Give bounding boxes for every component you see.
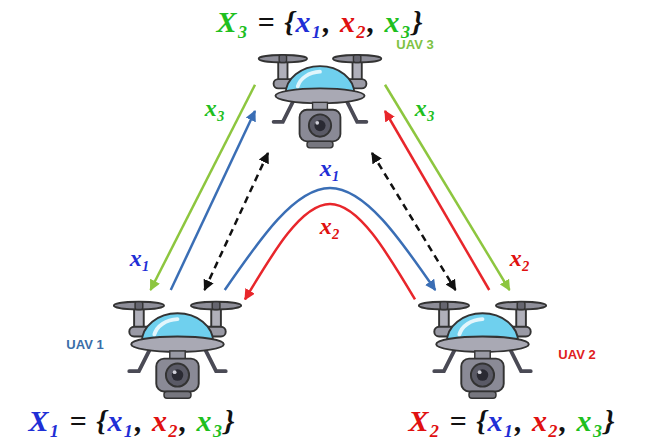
- text-part: ,: [180, 404, 197, 437]
- text-part: x₂: [152, 404, 179, 437]
- text-part: ,: [368, 5, 385, 38]
- arrow-connector: [245, 204, 415, 299]
- drone-icon: [110, 290, 245, 408]
- arrow-connector: [151, 85, 256, 290]
- uav-label: UAV 3: [396, 38, 433, 52]
- drone-icon: [415, 290, 550, 408]
- arrow-connector: [372, 153, 456, 290]
- text-part: x₂: [320, 213, 340, 239]
- text-part: = {: [441, 404, 488, 437]
- set-label: X₃ = {x₁, x₂, x₃}: [217, 5, 424, 38]
- text-part: X₃: [217, 5, 249, 38]
- set-label: X₁ = {x₁, x₂, x₃}: [29, 404, 236, 437]
- text-part: x₁: [320, 155, 340, 181]
- uav-label: UAV 2: [558, 348, 595, 362]
- text-part: }: [412, 5, 423, 38]
- edge-label: x₁: [129, 245, 151, 271]
- text-part: ,: [323, 5, 340, 38]
- arrow-connector: [205, 153, 269, 290]
- uav-drone: UAV 1X₁ = {x₁, x₂, x₃}: [110, 290, 245, 408]
- text-part: ,: [515, 404, 532, 437]
- text-part: X₁: [29, 404, 61, 437]
- set-label: X₂ = {x₁, x₂, x₃}: [409, 404, 616, 437]
- text-part: x₂: [510, 245, 530, 271]
- text-part: x₃: [197, 404, 224, 437]
- edge-label: x₂: [319, 213, 341, 239]
- text-part: ,: [560, 404, 577, 437]
- uav-drone: X₃ = {x₁, x₂, x₃}UAV 3: [255, 48, 385, 153]
- drone-icon: [255, 48, 385, 153]
- edge-label: x₂: [509, 245, 531, 271]
- text-part: x₁: [296, 5, 323, 38]
- text-part: }: [604, 404, 615, 437]
- text-part: = {: [249, 5, 296, 38]
- text-part: x₂: [532, 404, 559, 437]
- text-part: ,: [135, 404, 152, 437]
- edge-label: x₃: [414, 95, 436, 121]
- text-part: x₃: [385, 5, 412, 38]
- arrow-connector: [385, 111, 489, 290]
- text-part: X₂: [409, 404, 441, 437]
- edge-label: x₁: [319, 155, 341, 181]
- uav-label: UAV 1: [66, 338, 103, 352]
- text-part: x₁: [488, 404, 515, 437]
- arrow-connector: [385, 85, 510, 290]
- text-part: x₃: [205, 95, 225, 121]
- text-part: x₁: [130, 245, 150, 271]
- edge-label: x₃: [204, 95, 226, 121]
- text-part: x₂: [340, 5, 367, 38]
- text-part: = {: [61, 404, 108, 437]
- uav-drone: UAV 2X₂ = {x₁, x₂, x₃}: [415, 290, 550, 408]
- text-part: x₃: [577, 404, 604, 437]
- text-part: }: [224, 404, 235, 437]
- text-part: x₁: [108, 404, 135, 437]
- text-part: x₃: [415, 95, 435, 121]
